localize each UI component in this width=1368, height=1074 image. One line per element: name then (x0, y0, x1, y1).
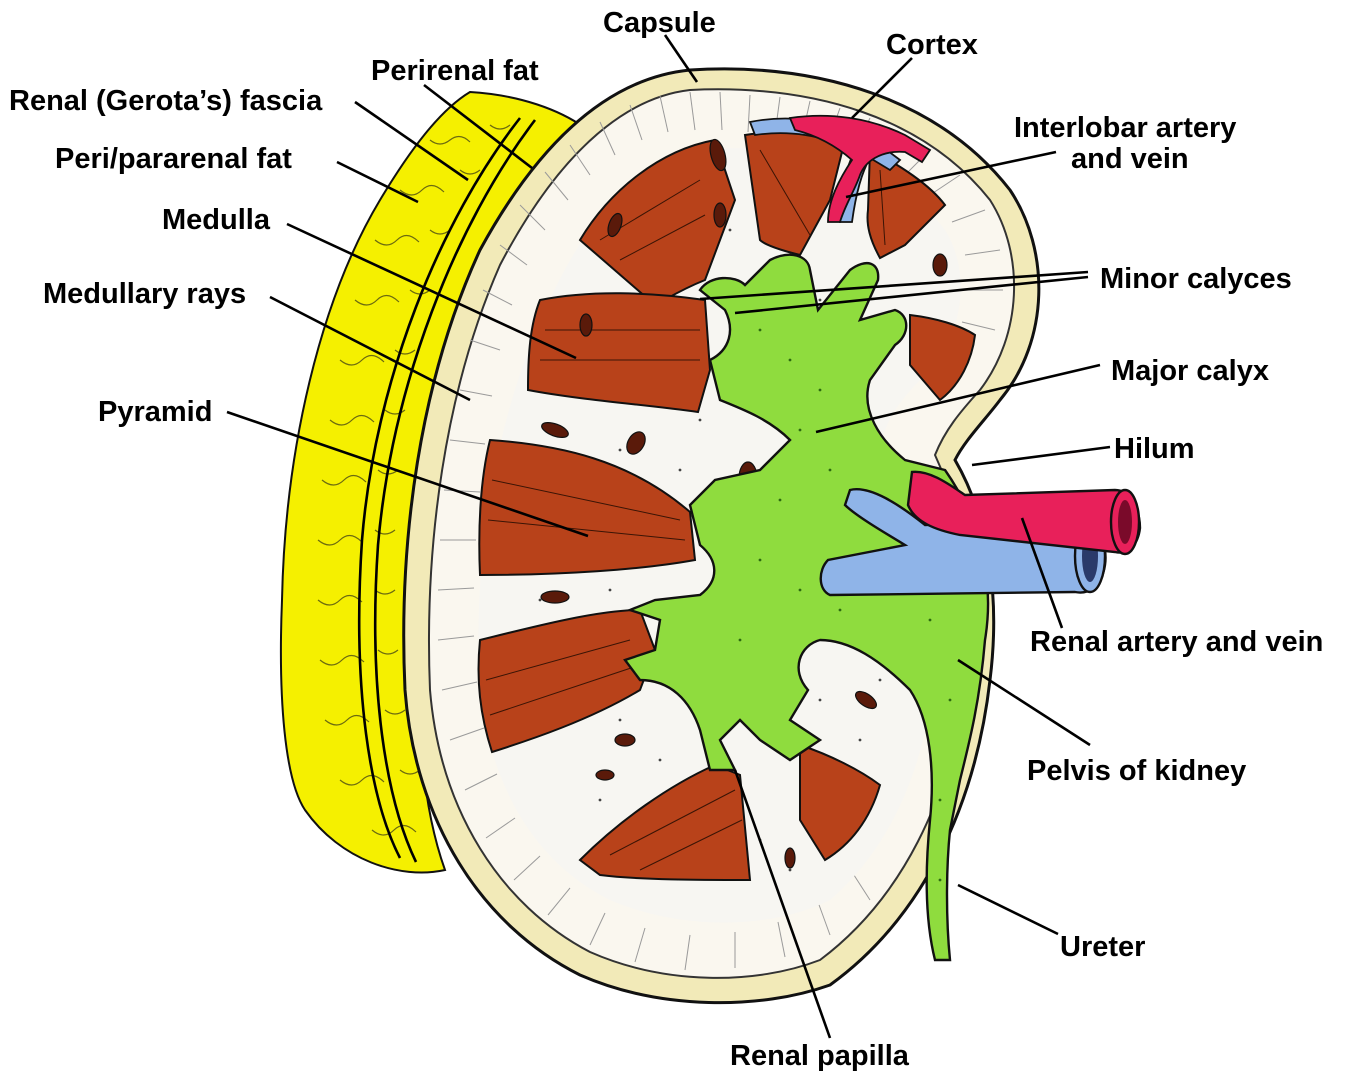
label-renal-papilla: Renal papilla (730, 1040, 910, 1072)
label-medulla: Medulla (162, 204, 271, 236)
label-ureter: Ureter (1060, 931, 1145, 963)
label-hilum: Hilum (1114, 433, 1195, 465)
label-pyramid: Pyramid (98, 396, 212, 428)
pyramid-left-upper (528, 293, 710, 412)
label-major-calyx: Major calyx (1111, 355, 1269, 387)
label-perirenal-fat: Perirenal fat (371, 55, 539, 87)
label-interlobar-line1: Interlobar artery (1014, 112, 1236, 144)
label-renal-artery-vein: Renal artery and vein (1030, 626, 1323, 658)
label-pelvis-of-kidney: Pelvis of kidney (1027, 755, 1246, 787)
label-renal-fascia: Renal (Gerota’s) fascia (9, 85, 323, 117)
label-minor-calyces: Minor calyces (1100, 263, 1292, 295)
label-medullary-rays: Medullary rays (43, 278, 246, 310)
label-peri-pararenal-fat: Peri/pararenal fat (55, 143, 292, 175)
label-cortex: Cortex (886, 29, 978, 61)
label-interlobar-line2: and vein (1071, 143, 1189, 175)
renal-artery-lumen (1118, 500, 1132, 544)
label-capsule: Capsule (603, 7, 716, 39)
